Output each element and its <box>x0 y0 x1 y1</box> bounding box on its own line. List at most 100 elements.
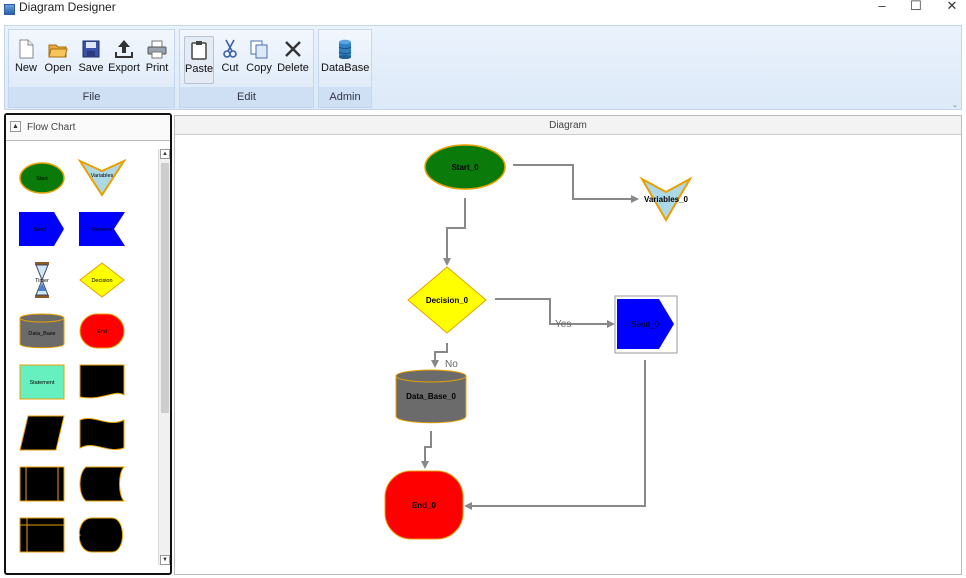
file-group-label: File <box>9 87 174 107</box>
toolbox-title: Flow Chart <box>27 122 76 133</box>
toolbox-item-decision[interactable]: Decision <box>78 261 126 299</box>
decision-item-label: Decision <box>91 278 112 284</box>
toolbox-item-variables[interactable]: Variables <box>78 159 126 197</box>
copy-icon <box>250 40 268 59</box>
connector-decision-to-send[interactable] <box>495 298 615 328</box>
start-item-label: Start <box>36 176 48 182</box>
cut-label: Cut <box>221 62 239 74</box>
ribbon-group-admin: DataBase Admin <box>318 29 372 108</box>
open-button[interactable]: Open <box>43 36 73 84</box>
node-database-label: Data_Base_0 <box>406 392 456 401</box>
toolbox-item-parallelogram[interactable] <box>18 414 66 452</box>
timer-item-label: Timer <box>35 278 49 284</box>
diagram-header: Diagram <box>175 116 961 135</box>
new-button[interactable]: New <box>13 36 39 84</box>
variables-item-label: Variables <box>91 173 114 179</box>
delete-x-icon <box>285 41 301 57</box>
toolbox-item-start[interactable]: Start <box>18 159 66 197</box>
close-button[interactable]: ✕ <box>946 0 958 13</box>
toolbox-item-timer[interactable]: Timer <box>18 261 66 299</box>
admin-group-label: Admin <box>319 87 371 107</box>
connector-start-to-decision[interactable] <box>443 198 466 266</box>
node-decision-label: Decision_0 <box>426 296 469 305</box>
paste-label: Paste <box>185 63 214 75</box>
export-button[interactable]: Export <box>107 36 141 84</box>
title-bar: Diagram Designer – ☐ ✕ <box>0 0 966 22</box>
save-disk-icon <box>82 40 100 58</box>
node-decision[interactable]: Decision_0 <box>407 266 487 334</box>
toolbox-item-predefined-process[interactable] <box>18 465 66 503</box>
node-start[interactable]: Start_0 <box>424 144 506 190</box>
save-button[interactable]: Save <box>77 36 105 84</box>
toolbox-item-internal-storage[interactable] <box>18 516 66 554</box>
toolbox-item-wave[interactable] <box>78 414 126 452</box>
diagram-canvas[interactable]: Yes No Start_0 Variables_0 Decision_0 S <box>175 116 961 574</box>
connector-database-to-end[interactable] <box>421 431 432 469</box>
toolbox-item-send[interactable]: Send <box>18 210 66 248</box>
send-item-label: Send <box>34 227 47 233</box>
edit-group-label: Edit <box>180 87 313 107</box>
delete-button[interactable]: Delete <box>276 36 310 84</box>
new-label: New <box>14 62 37 74</box>
node-database[interactable]: Data_Base_0 <box>395 369 467 424</box>
scissors-icon <box>223 39 237 58</box>
delete-label: Delete <box>277 62 309 74</box>
toolbox-item-statement[interactable]: Statement <box>18 363 66 401</box>
minimize-button[interactable]: – <box>878 0 886 13</box>
edge-label-no: No <box>445 359 458 370</box>
statement-item-label: Statement <box>29 380 55 386</box>
save-label: Save <box>78 62 104 74</box>
scroll-down-icon[interactable]: ▼ <box>160 555 170 565</box>
edge-label-yes: Yes <box>555 319 571 330</box>
export-icon <box>115 40 133 58</box>
connector-send-to-end[interactable] <box>464 360 646 510</box>
data-base-item-label: Data_Base <box>28 331 55 337</box>
receive-item-label: Receive <box>92 227 112 233</box>
cut-button[interactable]: Cut <box>218 36 242 84</box>
open-folder-icon <box>48 44 68 58</box>
toolbox-item-stored-data[interactable] <box>78 465 126 503</box>
collapse-triangle-icon[interactable]: ▲ <box>10 121 21 132</box>
database-icon <box>338 39 352 59</box>
toolbox-scrollbar[interactable]: ▲ ▼ <box>158 149 170 565</box>
toolbox-item-document[interactable] <box>78 363 126 401</box>
ribbon-collapse-icon[interactable]: ⌄ <box>952 102 958 109</box>
open-label: Open <box>44 62 72 74</box>
print-label: Print <box>145 62 169 74</box>
toolbox-panel: ▲ Flow Chart Start Variables Send Receiv… <box>4 113 172 575</box>
toolbox-item-display[interactable] <box>78 516 126 554</box>
toolbox-item-data-base[interactable]: Data_Base <box>18 312 66 350</box>
connector-decision-to-database[interactable] <box>431 343 448 368</box>
toolbox-item-end[interactable]: End <box>78 312 126 350</box>
database-button[interactable]: DataBase <box>321 36 369 84</box>
copy-button[interactable]: Copy <box>244 36 274 84</box>
node-variables[interactable]: Variables_0 <box>639 176 693 222</box>
ribbon: New Open Save Export Print File <box>4 25 962 110</box>
node-send-label: Send_0 <box>631 320 659 329</box>
ribbon-group-file: New Open Save Export Print File <box>8 29 175 108</box>
node-send[interactable]: Send_0 <box>614 295 678 354</box>
database-label: DataBase <box>321 62 370 74</box>
scrollbar-thumb[interactable] <box>161 163 169 413</box>
paste-button[interactable]: Paste <box>184 36 214 84</box>
window-title: Diagram Designer <box>19 0 116 14</box>
copy-label: Copy <box>246 62 272 74</box>
node-variables-label: Variables_0 <box>644 195 689 204</box>
end-item-label: End <box>97 329 107 335</box>
paste-icon <box>191 41 207 60</box>
scroll-up-icon[interactable]: ▲ <box>160 149 170 159</box>
maximize-button[interactable]: ☐ <box>910 0 922 13</box>
node-end-label: End_0 <box>412 501 437 510</box>
node-start-label: Start_0 <box>451 163 479 172</box>
export-label: Export <box>108 62 140 74</box>
printer-icon <box>147 40 167 59</box>
toolbox-header[interactable]: ▲ Flow Chart <box>6 115 170 141</box>
app-icon <box>4 4 15 15</box>
node-end[interactable]: End_0 <box>384 470 464 540</box>
connector-start-to-variables[interactable] <box>513 164 639 203</box>
print-button[interactable]: Print <box>143 36 171 84</box>
ribbon-group-edit: Paste Cut Copy Delete Edit <box>179 29 314 108</box>
toolbox-item-receive[interactable]: Receive <box>78 210 126 248</box>
diagram-panel: Diagram Yes No Start_0 Varia <box>174 115 962 575</box>
